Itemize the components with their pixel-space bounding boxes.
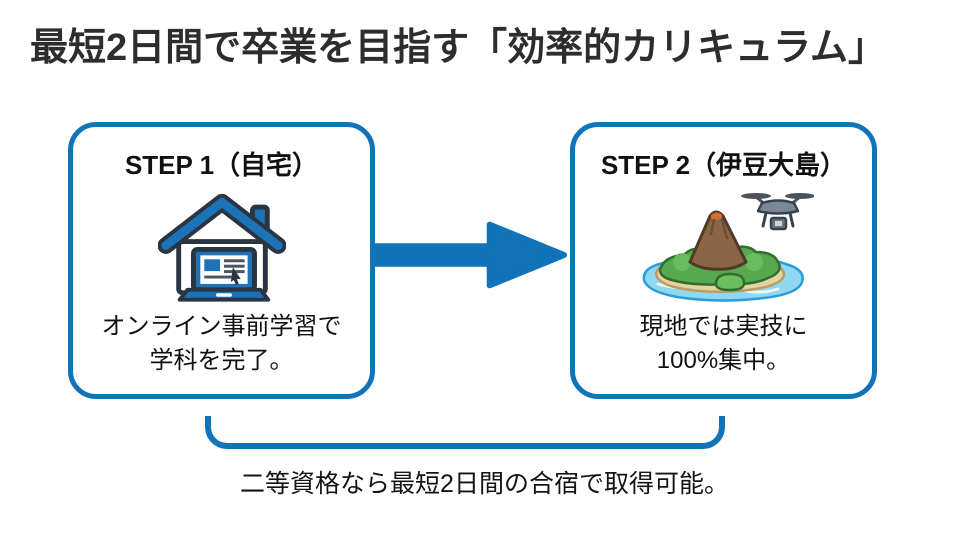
span-bracket	[205, 416, 725, 449]
step1-caption-line1: オンライン事前学習で	[101, 313, 342, 340]
step2-caption: 現地では実技に 100%集中。	[640, 310, 808, 378]
island-drone-icon	[634, 188, 814, 306]
step1-caption: オンライン事前学習で 学科を完了。	[102, 310, 342, 378]
footer-note: 二等資格なら最短2日間の合宿で取得可能。	[240, 470, 729, 498]
step2-heading: STEP 2（伊豆大島）	[600, 150, 847, 180]
step2-caption-line1: 現地では実技に	[639, 313, 808, 340]
house-laptop-icon	[157, 188, 286, 306]
slide-title: 最短2日間で卒業を目指す「効率的カリキュラム」	[30, 27, 886, 69]
step2-box: STEP 2（伊豆大島）	[570, 122, 877, 399]
step1-heading: STEP 1（自宅）	[124, 150, 319, 180]
step1-box: STEP 1（自宅）	[68, 122, 375, 399]
flow-arrow-icon	[374, 221, 568, 289]
step1-caption-line2: 学科を完了。	[149, 347, 294, 375]
step2-caption-line2: 100%集中。	[656, 347, 791, 375]
